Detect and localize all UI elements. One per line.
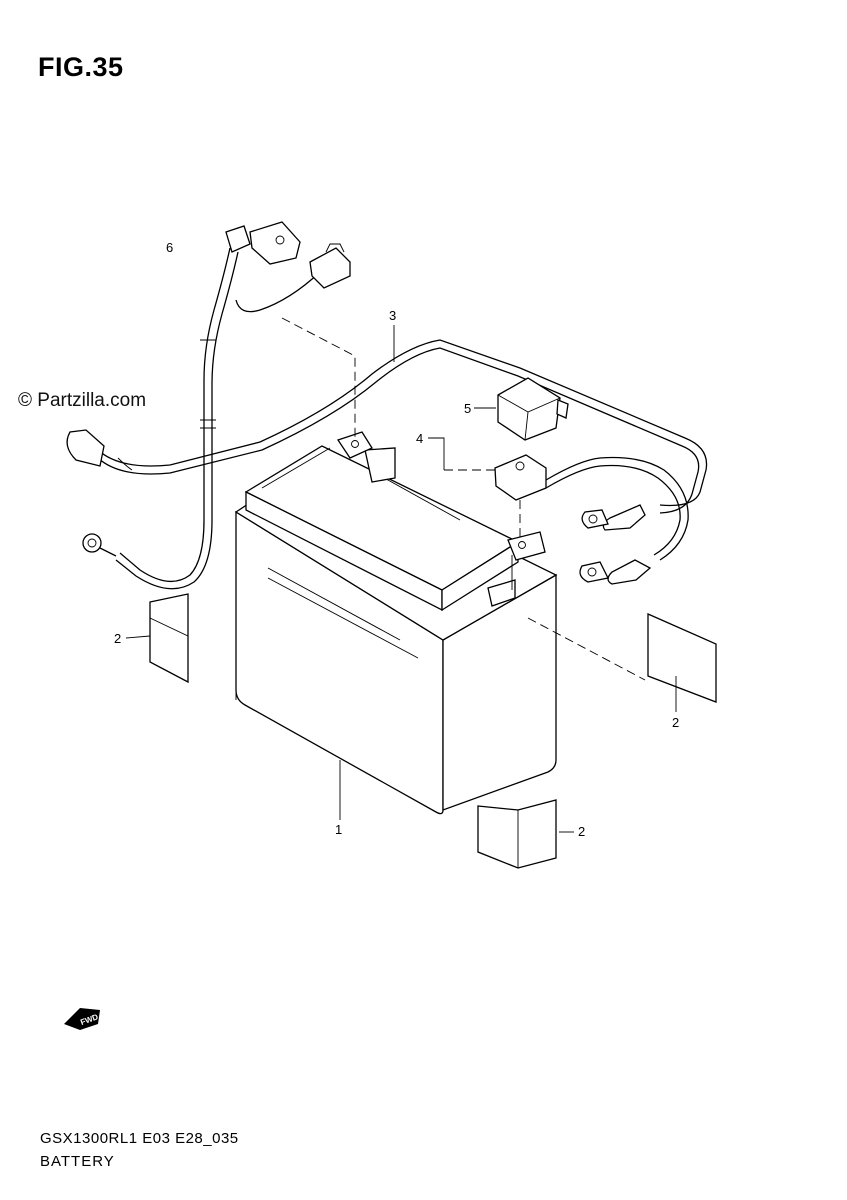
spacer-pad-bottom[interactable] <box>477 799 557 869</box>
callout-2-bottom: 2 <box>578 824 585 839</box>
callout-4: 4 <box>416 431 423 446</box>
leader-2-left <box>125 635 151 639</box>
plus-terminal-clamp[interactable] <box>507 531 546 590</box>
callout-2-right: 2 <box>672 715 679 730</box>
minus-lead-cable[interactable] <box>66 339 708 531</box>
callout-3: 3 <box>389 308 396 323</box>
leader-4 <box>428 437 445 470</box>
callout-5: 5 <box>464 401 471 416</box>
battery-part[interactable] <box>234 445 558 815</box>
figure-title: FIG.35 <box>38 52 124 82</box>
callout-6: 6 <box>166 240 173 255</box>
section-name: BATTERY <box>40 1153 115 1170</box>
spacer-pad-left[interactable] <box>149 593 189 684</box>
spacer-pad-right[interactable] <box>647 613 717 703</box>
assembly-line-pad-right <box>527 617 646 681</box>
model-code: GSX1300RL1 E03 E28_035 <box>40 1130 239 1147</box>
callout-1: 1 <box>335 822 342 837</box>
watermark: © Partzilla.com <box>18 390 147 411</box>
minus-terminal-clamp[interactable] <box>336 431 373 459</box>
starter-wire-part[interactable] <box>82 221 351 590</box>
plus-lead-cable[interactable] <box>494 454 689 585</box>
terminal-cover-part[interactable] <box>497 377 569 441</box>
callout-2-left: 2 <box>114 631 121 646</box>
forward-arrow-icon: FWD <box>64 1008 100 1030</box>
